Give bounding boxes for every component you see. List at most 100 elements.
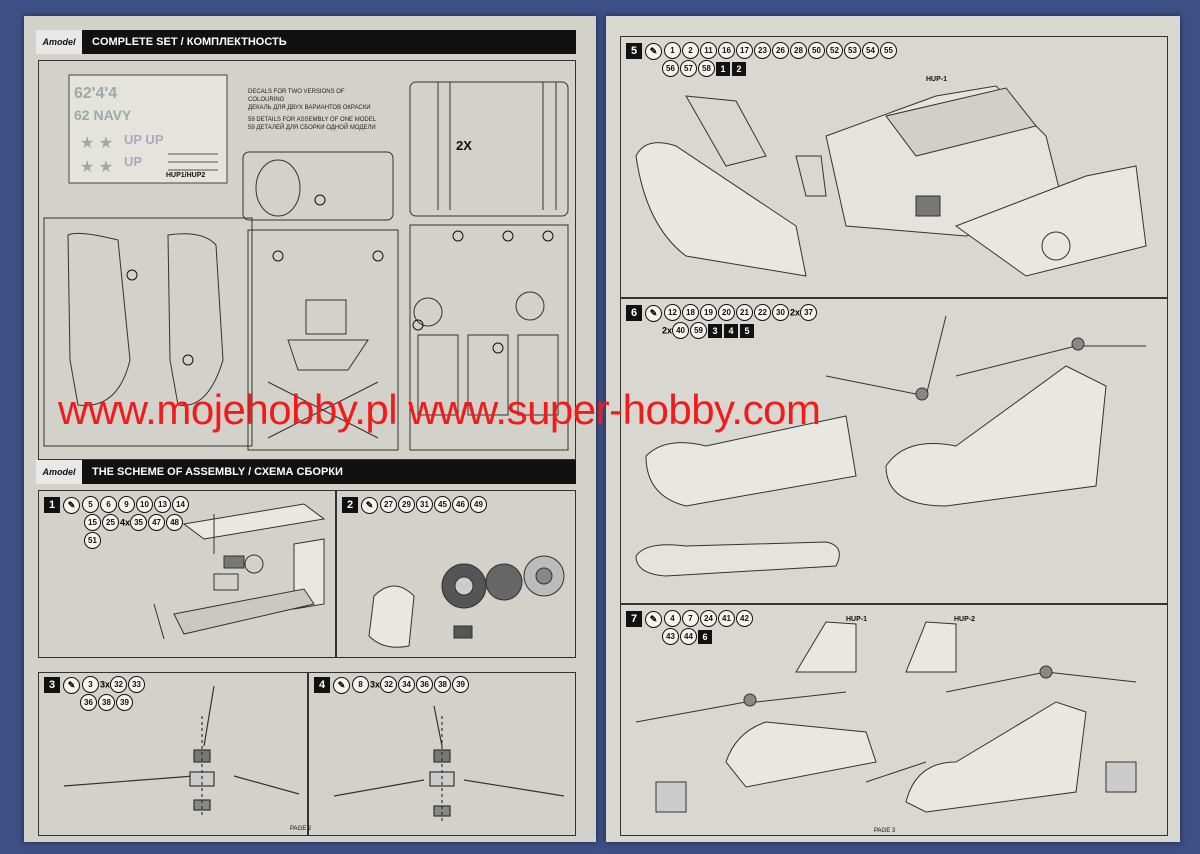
svg-text:62'4'4: 62'4'4 [74, 85, 117, 102]
part-ref: 44 [680, 628, 697, 645]
section-header-assembly: Amodel THE SCHEME OF ASSEMBLY / СХЕМА СБО… [36, 460, 576, 484]
watermark-text: www.mojehobby.pl www.super-hobby.com [58, 386, 821, 433]
part-ref: 45 [434, 496, 451, 513]
glue-icon: ✎ [361, 496, 378, 514]
part-ref: 13 [154, 496, 171, 513]
part-ref: 17 [736, 42, 753, 59]
part-ref: 2 [682, 42, 699, 59]
svg-text:★ ★: ★ ★ [80, 159, 113, 176]
part-ref: 26 [772, 42, 789, 59]
part-ref: 50 [808, 42, 825, 59]
part-ref: 47 [148, 514, 166, 531]
part-ref: 48 [166, 514, 184, 531]
part-ref: 38 [98, 694, 115, 711]
subassembly-ref: 2 [732, 62, 746, 76]
subassembly-ref: 6 [698, 630, 712, 644]
part-ref: 56 [662, 60, 679, 77]
part-ref: 25 [102, 514, 119, 531]
part-ref: 37 [800, 304, 818, 321]
variant-label: HUP-1 [926, 76, 948, 83]
multiplier: 3x [100, 679, 111, 690]
subassembly-ref: 5 [740, 324, 755, 338]
amodel-logo-2: Amodel [36, 460, 82, 484]
instruction-page-left: Amodel COMPLETE SET / КОМПЛЕКТНОСТЬ 62'4'… [24, 16, 596, 842]
glue-icon: ✎ [645, 610, 662, 628]
step-number: 2 [342, 497, 358, 513]
part-ref: 3 [82, 676, 99, 693]
part-ref: 53 [844, 42, 861, 59]
section-header-complete-set: Amodel COMPLETE SET / КОМПЛЕКТНОСТЬ [36, 30, 576, 54]
glue-icon: ✎ [333, 676, 350, 694]
part-ref: 36 [80, 694, 97, 711]
part-ref: 33 [128, 676, 146, 693]
part-ref: 5 [82, 496, 99, 513]
glue-icon: ✎ [63, 496, 80, 514]
assembly-title: THE SCHEME OF ASSEMBLY / СХЕМА СБОРКИ [92, 466, 343, 478]
step-6-drawing [635, 315, 1146, 577]
part-ref: 20 [718, 304, 735, 321]
step-4-frame [308, 672, 576, 836]
variant-a-label: HUP-1 [846, 616, 868, 623]
part-ref: 55 [880, 42, 897, 59]
part-ref: 36 [416, 676, 434, 693]
decals-note: DECALS FOR TWO VERSIONS OF COLOURING ДЕК… [248, 88, 378, 132]
parts-frame [38, 60, 576, 460]
part-ref: 29 [398, 496, 415, 513]
step-number: 7 [626, 611, 642, 627]
amodel-logo: Amodel [36, 30, 82, 54]
part-ref: 34 [398, 676, 416, 693]
part-ref: 46 [452, 496, 469, 513]
part-ref: 16 [718, 42, 735, 59]
svg-text:62 NAVY: 62 NAVY [74, 107, 132, 123]
step-5-drawing [635, 85, 1147, 277]
step-number: 3 [44, 677, 60, 693]
step-number: 1 [44, 497, 60, 513]
multiplier: 3x [370, 679, 381, 690]
part-ref: 14 [172, 496, 189, 513]
step-2-frame [336, 490, 576, 658]
step-1-frame [38, 490, 336, 658]
step-2-drawing [368, 555, 565, 648]
glue-icon: ✎ [63, 676, 80, 694]
part-ref: 30 [772, 304, 789, 321]
part-ref: 38 [434, 676, 452, 693]
part-ref: 27 [380, 496, 397, 513]
step-7-drawing [635, 621, 1137, 813]
part-ref: 57 [680, 60, 697, 77]
page-number-left: PAGE 2 [290, 826, 312, 832]
part-ref: 7 [682, 610, 699, 627]
step-3-frame [38, 672, 308, 836]
section-title: COMPLETE SET / КОМПЛЕКТНОСТЬ [92, 36, 287, 48]
multiplier: 2x [662, 325, 673, 336]
svg-text:UP: UP [124, 154, 142, 169]
part-ref: 52 [826, 42, 843, 59]
part-ref: 19 [700, 304, 717, 321]
subassembly-ref: 3 [708, 324, 723, 338]
step-3-drawing [63, 685, 300, 816]
part-ref: 21 [736, 304, 753, 321]
part-ref: 24 [700, 610, 717, 627]
step-number: 6 [626, 305, 642, 321]
part-ref: 40 [672, 322, 690, 339]
page-number-right: PAGE 3 [874, 828, 896, 834]
part-ref: 9 [118, 496, 135, 513]
svg-text:★ ★: ★ ★ [80, 135, 113, 152]
part-ref: 22 [754, 304, 771, 321]
part-ref: 58 [698, 60, 715, 77]
part-ref: 41 [718, 610, 735, 627]
part-ref: 59 [690, 322, 708, 339]
variant-b-label: HUP-2 [954, 616, 976, 623]
decal-sheet: 62'4'4 62 NAVY UP UP UP ★ ★ ★ ★ [68, 74, 228, 184]
part-ref: 12 [664, 304, 681, 321]
step-7-frame [620, 604, 1168, 836]
part-ref: 11 [700, 42, 717, 59]
sprue-multiplier: 2X [456, 138, 472, 153]
step-4-drawing [333, 705, 565, 822]
part-ref: 18 [682, 304, 699, 321]
